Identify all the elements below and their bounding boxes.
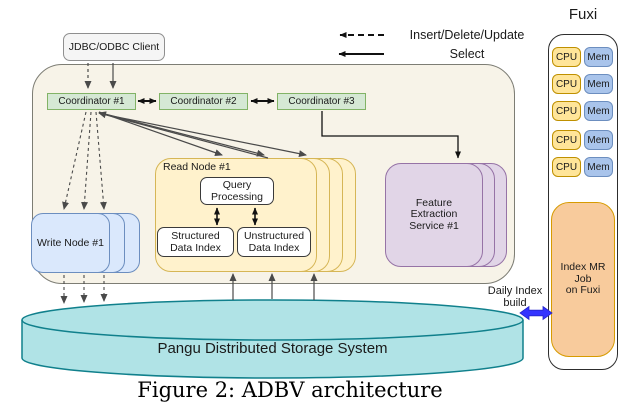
structured-data-index-label: Structured Data Index [170, 229, 221, 255]
coordinator-2-box: Coordinator #2 [159, 93, 248, 110]
legend: Insert/Delete/Update Select [399, 26, 535, 64]
unstructured-data-index-box: Unstructured Data Index [237, 227, 311, 257]
coordinator-1-box: Coordinator #1 [47, 93, 136, 110]
coordinator-3-label: Coordinator #3 [288, 96, 355, 107]
cpu-chip-5: CPU [552, 157, 581, 177]
daily-index-build-label: Daily Index build [487, 285, 543, 309]
write-node-box: Write Node #1 [31, 213, 110, 273]
cpu-chip-2: CPU [552, 74, 581, 94]
legend-dashed-label: Insert/Delete/Update [409, 28, 525, 42]
feature-service-label: Feature Extraction Service #1 [409, 196, 459, 232]
jdbc-odbc-client-label: JDBC/ODBC Client [68, 41, 160, 53]
query-processing-box: Query Processing [200, 177, 274, 205]
legend-solid-label: Select [449, 47, 485, 61]
mem-chip-2: Mem [584, 74, 613, 94]
mem-chip-5: Mem [584, 157, 613, 177]
mem-chip-1: Mem [584, 47, 613, 67]
fuxi-title: Fuxi [568, 6, 598, 23]
jdbc-odbc-client-box: JDBC/ODBC Client [63, 33, 165, 61]
structured-data-index-box: Structured Data Index [157, 227, 234, 257]
coordinator-2-label: Coordinator #2 [170, 96, 237, 107]
cpu-chip-1: CPU [552, 47, 581, 67]
coordinator-1-label: Coordinator #1 [58, 96, 125, 107]
coordinator-3-box: Coordinator #3 [277, 93, 366, 110]
cpu-chip-3: CPU [552, 101, 581, 121]
index-mr-job-label: Index MR Job on Fuxi [560, 260, 606, 297]
pangu-storage-label: Pangu Distributed Storage System [157, 340, 388, 357]
mem-chip-4: Mem [584, 130, 613, 150]
read-node-title: Read Node #1 [163, 161, 231, 173]
feature-service-box: Feature Extraction Service #1 [385, 163, 483, 267]
write-node-label: Write Node #1 [37, 237, 104, 249]
query-processing-label: Query Processing [211, 178, 263, 204]
unstructured-data-index-label: Unstructured Data Index [243, 229, 305, 255]
mem-chip-3: Mem [584, 101, 613, 121]
figure-caption: Figure 2: ADBV architecture [137, 378, 443, 402]
cpu-chip-4: CPU [552, 130, 581, 150]
index-mr-job-box: Index MR Job on Fuxi [551, 202, 615, 357]
